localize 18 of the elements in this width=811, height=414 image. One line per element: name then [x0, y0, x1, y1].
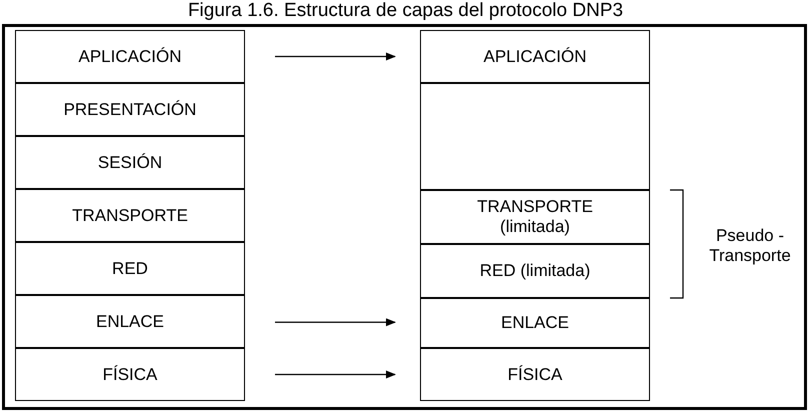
layer-box: TRANSPORTE (limitada) — [420, 190, 650, 244]
empty-box — [420, 83, 650, 190]
title: Figura 1.6. Estructura de capas del protocolo DNP3 — [186, 0, 624, 22]
layer-box: RED — [15, 242, 245, 295]
arrow — [275, 318, 396, 326]
layer-box: RED (limitada) — [420, 244, 650, 298]
bracket-label: Pseudo - Transporte — [708, 226, 792, 266]
layer-box: SESIÓN — [15, 136, 245, 189]
arrow — [275, 52, 396, 60]
layer-box: FÍSICA — [15, 348, 245, 401]
layer-box: TRANSPORTE — [15, 189, 245, 242]
layer-box: ENLACE — [15, 295, 245, 348]
layer-box: APLICACIÓN — [420, 30, 650, 83]
arrow — [275, 370, 396, 378]
layer-box: APLICACIÓN — [15, 30, 245, 83]
layer-box: PRESENTACIÓN — [15, 83, 245, 136]
layer-box: FÍSICA — [420, 348, 650, 401]
layer-box: ENLACE — [420, 298, 650, 348]
